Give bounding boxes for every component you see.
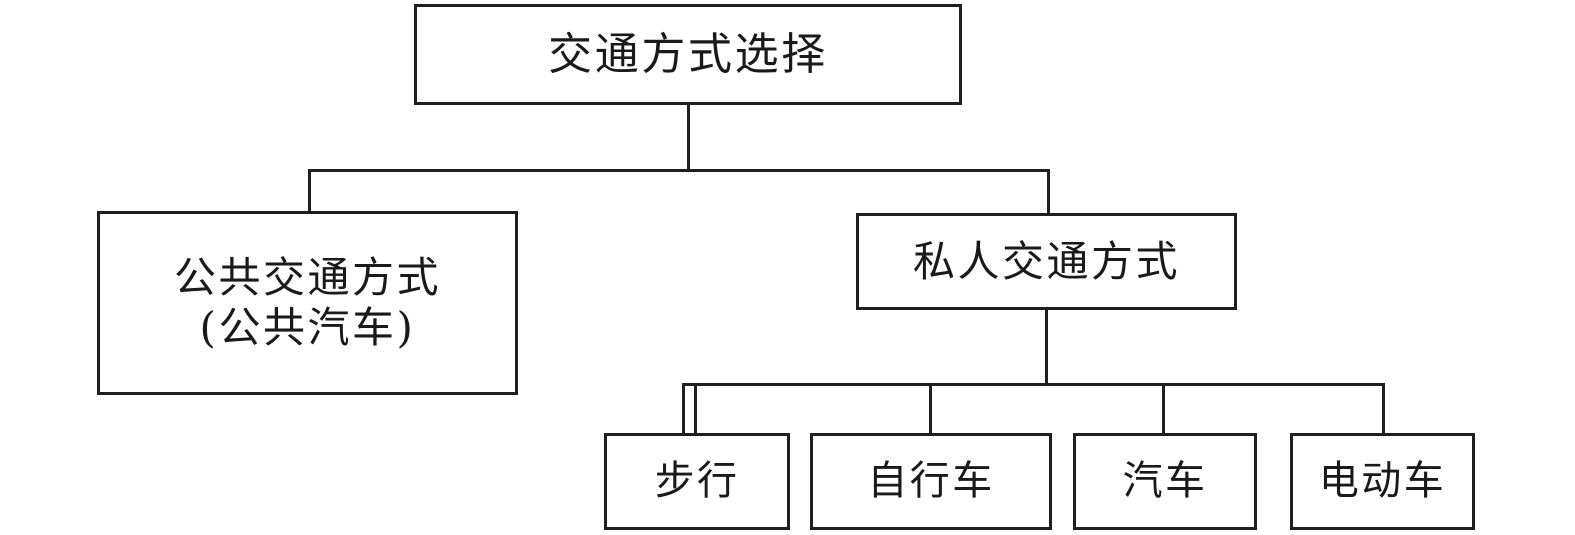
node-private-transport-label: 私人交通方式 xyxy=(912,236,1181,286)
connector-level2-bus xyxy=(682,383,1385,386)
connector-level2-bus-left-cap xyxy=(682,383,685,435)
node-public-transport-label-line2: (公共汽车) xyxy=(199,303,416,352)
connector-root-stem xyxy=(687,105,690,172)
connector-drop-to-bicycle xyxy=(929,383,932,435)
node-electric-vehicle[interactable]: 电动车 xyxy=(1290,433,1475,530)
connector-drop-to-car xyxy=(1162,383,1165,435)
node-private-transport[interactable]: 私人交通方式 xyxy=(856,213,1237,310)
node-root-transport-mode-selection[interactable]: 交通方式选择 xyxy=(414,4,962,105)
node-electric-vehicle-label: 电动车 xyxy=(1318,457,1447,504)
node-walking-label: 步行 xyxy=(654,457,740,504)
connector-private-transport-stem xyxy=(1045,310,1048,385)
node-bicycle-label: 自行车 xyxy=(867,457,995,504)
node-car[interactable]: 汽车 xyxy=(1073,433,1257,530)
node-public-transport[interactable]: 公共交通方式 (公共汽车) xyxy=(97,211,518,395)
connector-drop-to-public-transport xyxy=(308,169,311,213)
connector-drop-to-walking xyxy=(694,383,697,435)
node-car-label: 汽车 xyxy=(1122,457,1208,504)
node-walking[interactable]: 步行 xyxy=(604,433,790,530)
node-root-label: 交通方式选择 xyxy=(548,28,828,80)
node-public-transport-label-line1: 公共交通方式 xyxy=(173,253,442,303)
connector-level2-bus-right-cap xyxy=(1382,383,1385,435)
connector-level1-bus xyxy=(308,169,1050,172)
connector-drop-to-private-transport xyxy=(1047,169,1050,215)
node-bicycle[interactable]: 自行车 xyxy=(810,433,1052,530)
